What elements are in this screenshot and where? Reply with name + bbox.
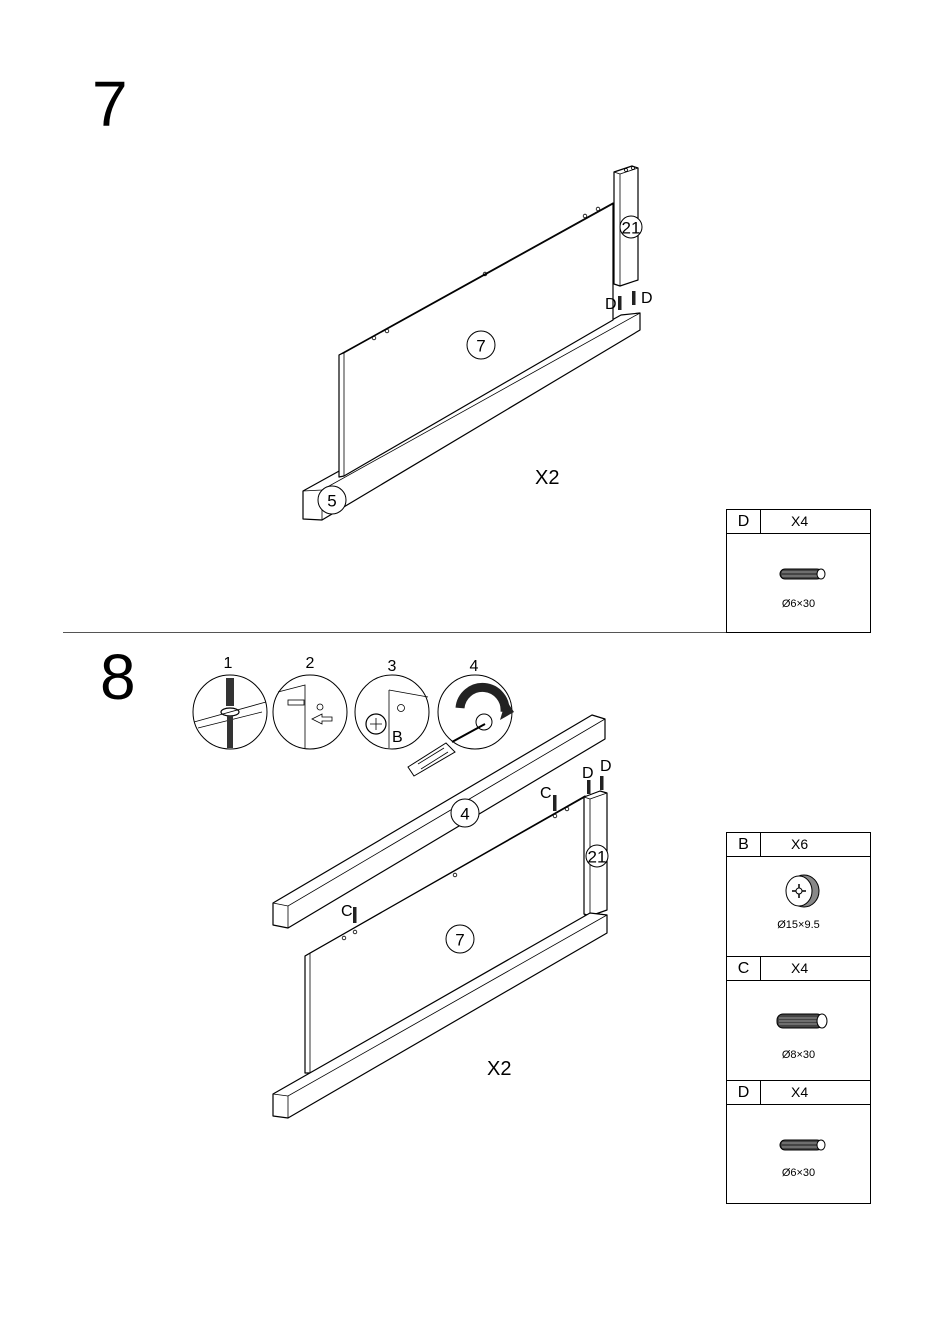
sub-step-2-detail: [273, 675, 347, 749]
step-7-dowel-d-right: [632, 291, 636, 305]
hardware-quantity: X6: [761, 833, 870, 856]
step-8-panel-part-7: [305, 796, 585, 1073]
hardware-size: Ø8×30: [727, 1049, 870, 1061]
step-7-dowel-label-right: D: [641, 290, 653, 307]
step-8-callout-7-label: 7: [455, 931, 464, 950]
hardware-code: B: [727, 833, 761, 856]
sub-step-4-detail: [438, 675, 514, 749]
step-7-dowel-d-left: [618, 296, 622, 310]
sub-step-1-detail: [193, 675, 267, 749]
step-8-dowel-d-left: [587, 780, 591, 794]
step-8-dowel-c-right: [553, 795, 557, 811]
hardware-quantity: X4: [761, 957, 870, 980]
hardware-quantity: X4: [761, 1081, 870, 1104]
sub-step-4-number: 4: [470, 658, 479, 675]
wooden-dowel-icon: [779, 1137, 827, 1153]
step-8-callout-4-label: 4: [460, 805, 469, 824]
sub-step-3-number: 3: [388, 658, 397, 675]
sub-step-2-number: 2: [306, 655, 315, 672]
hardware-code: D: [727, 510, 761, 533]
step-8-hardware-box-d: D X4 Ø6×30: [726, 1080, 871, 1204]
step-7-hardware-box-d: D X4 Ø6×30: [726, 509, 871, 633]
step-7-callout-7-label: 7: [476, 337, 485, 356]
step-8-sub-steps: 1 2 3 4 B: [193, 655, 514, 776]
step-8-dowel-label-c-right: C: [540, 785, 552, 802]
hardware-code: C: [727, 957, 761, 980]
hardware-size: Ø15×9.5: [727, 919, 870, 931]
step-7-callout-21-label: 21: [622, 219, 641, 238]
step-7-dowel-label-left: D: [605, 296, 617, 313]
hardware-quantity: X4: [761, 510, 870, 533]
sub-step-3-cam-label: B: [392, 729, 403, 746]
step-8-dowel-c-left: [353, 907, 357, 923]
step-8-dowel-label-d-left: D: [582, 765, 594, 782]
hardware-size: Ø6×30: [727, 598, 870, 610]
step-8-dowel-label-d-right: D: [600, 758, 612, 775]
step-7-assembly: D D 21 7 5 X2: [303, 166, 653, 520]
hardware-size: Ø6×30: [727, 1167, 870, 1179]
wooden-dowel-icon: [779, 566, 827, 582]
step-8-hardware-box-b: B X6 Ø15×9.5: [726, 832, 871, 957]
sub-step-1-number: 1: [224, 655, 233, 672]
step-8-hardware-box-c: C X4 Ø8×30: [726, 956, 871, 1081]
step-8-multiplier: X2: [487, 1058, 511, 1080]
hardware-code: D: [727, 1081, 761, 1104]
step-8-callout-21-label: 21: [588, 848, 607, 867]
cam-lock-icon: [782, 871, 822, 911]
step-8-dowel-label-c-left: C: [341, 903, 353, 920]
step-7-callout-5-label: 5: [327, 492, 336, 511]
step-8-assembly: C C D D 4 21 7 X2: [273, 715, 612, 1118]
wooden-dowel-icon: [776, 1012, 828, 1030]
step-7-multiplier: X2: [535, 467, 559, 489]
sub-step-3-detail: B: [355, 675, 429, 749]
step-8-dowel-d-right: [600, 776, 604, 790]
